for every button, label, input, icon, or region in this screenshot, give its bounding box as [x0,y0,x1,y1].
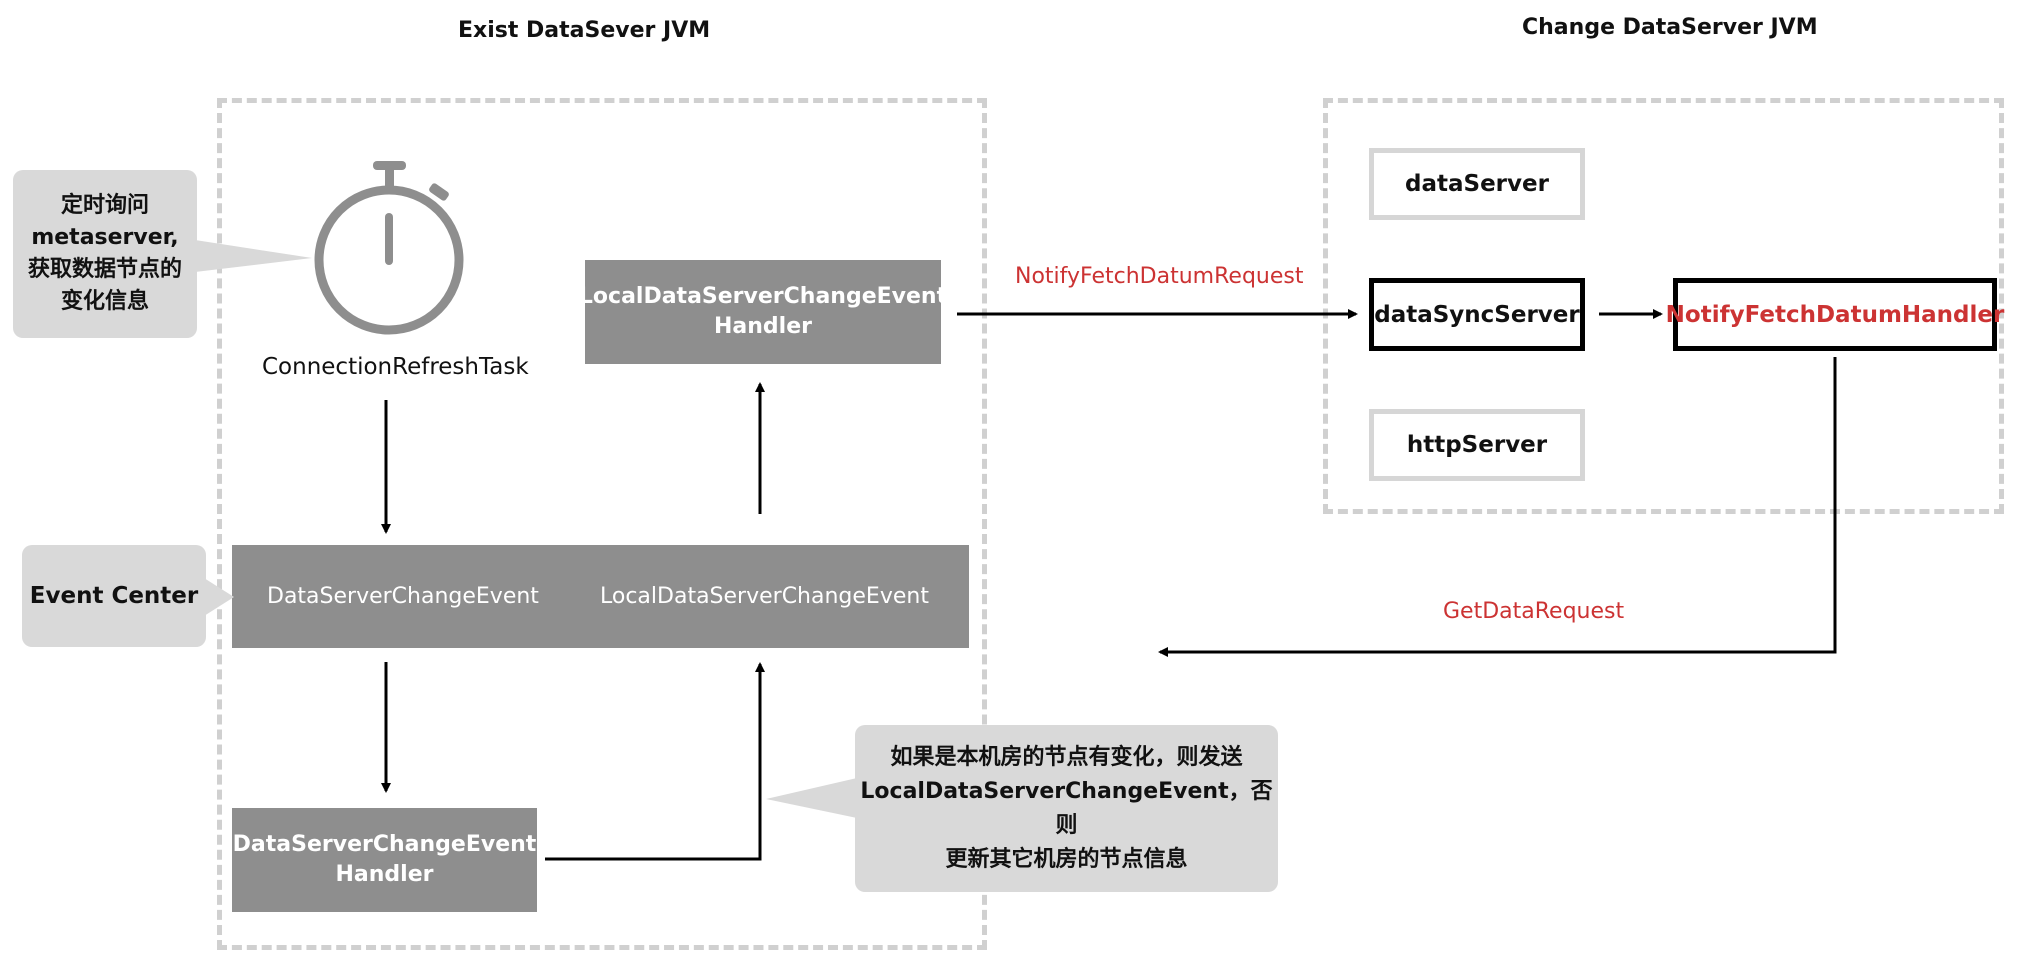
change-handler-box: DataServerChangeEvent Handler [232,808,537,912]
event-bar-right-label: LocalDataServerChangeEvent [600,583,929,609]
arrow-get-data-request [1158,357,1837,657]
data-sync-server-box: dataSyncServer [1369,278,1585,351]
left-jvm-title: Exist DataSever JVM [458,18,711,43]
event-center-callout: Event Center [22,545,206,647]
get-data-request-label: GetDataRequest [1443,599,1625,624]
exist-jvm-container [217,98,987,950]
local-change-handler-label: LocalDataServerChangeEvent Handler [578,284,948,339]
notify-request-label: NotifyFetchDatumRequest [1015,264,1304,289]
data-server-box: dataServer [1369,148,1585,220]
event-center-pointer [204,578,234,616]
timer-label: ConnectionRefreshTask [262,354,529,380]
data-server-label: dataServer [1405,171,1549,197]
stopwatch-icon [305,158,475,338]
meta-query-callout: 定时询问 metaserver, 获取数据节点的 变化信息 [13,170,197,338]
event-center-bar: DataServerChangeEvent LocalDataServerCha… [232,545,969,648]
data-sync-server-label: dataSyncServer [1374,301,1580,328]
notify-handler-label: NotifyFetchDatumHandler [1665,301,2005,328]
local-change-handler-box: LocalDataServerChangeEvent Handler [579,260,947,364]
notify-handler-box: NotifyFetchDatumHandler [1666,278,2004,351]
change-jvm-container [1323,98,2004,514]
http-server-label: httpServer [1406,432,1548,458]
right-jvm-title: Change DataServer JVM [1522,15,1818,40]
meta-callout-pointer [195,240,312,272]
event-bar-left-label: DataServerChangeEvent [267,583,539,609]
local-change-pointer [766,778,857,818]
change-handler-label: DataServerChangeEvent Handler [232,832,537,887]
http-server-box: httpServer [1369,409,1585,481]
local-change-callout: 如果是本机房的节点有变化，则发送 LocalDataServerChangeEv… [855,725,1278,892]
arrow-handler-to-local-event [545,662,765,861]
